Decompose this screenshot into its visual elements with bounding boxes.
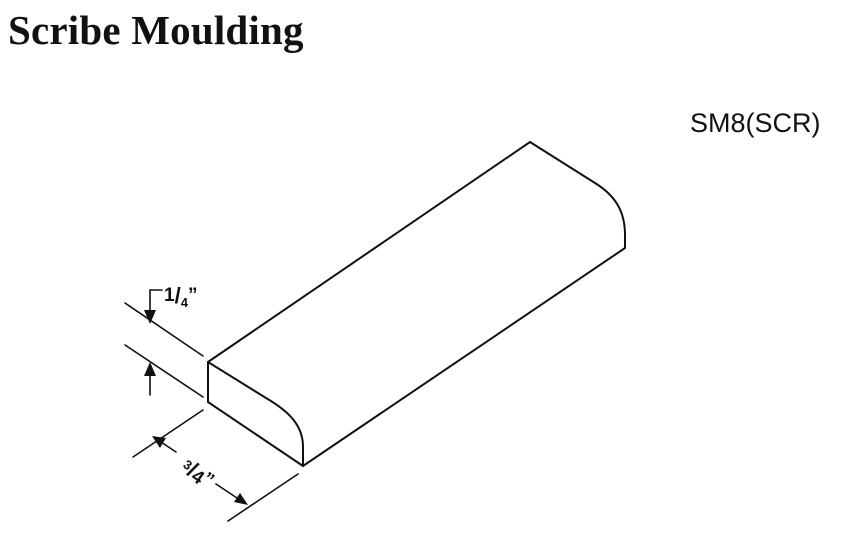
back-bottom-edge bbox=[302, 247, 626, 467]
front-top-edge bbox=[207, 141, 531, 363]
width-label: 3/4” bbox=[176, 453, 219, 494]
thickness-arrow-down bbox=[144, 310, 156, 324]
back-rounded-edge bbox=[529, 141, 626, 249]
width-leader-right bbox=[215, 483, 241, 501]
extension-line-top bbox=[124, 302, 204, 357]
moulding-outline bbox=[207, 141, 626, 467]
thickness-arrow-up bbox=[144, 362, 156, 376]
end-face-bottom-edge bbox=[207, 401, 304, 467]
product-code-label: SM8(SCR) bbox=[690, 108, 821, 138]
end-face-profile bbox=[207, 361, 304, 467]
extension-line-right bbox=[227, 473, 299, 522]
width-arrow-right bbox=[234, 493, 248, 505]
extension-line-left bbox=[132, 409, 204, 458]
thickness-dimension: 1/4” bbox=[124, 283, 204, 398]
width-dimension: 3/4” bbox=[132, 409, 299, 522]
extension-line-bottom bbox=[124, 344, 204, 398]
width-arrow-left bbox=[152, 436, 166, 448]
page-title: Scribe Moulding bbox=[8, 7, 304, 53]
thickness-label: 1/4” bbox=[164, 283, 197, 310]
